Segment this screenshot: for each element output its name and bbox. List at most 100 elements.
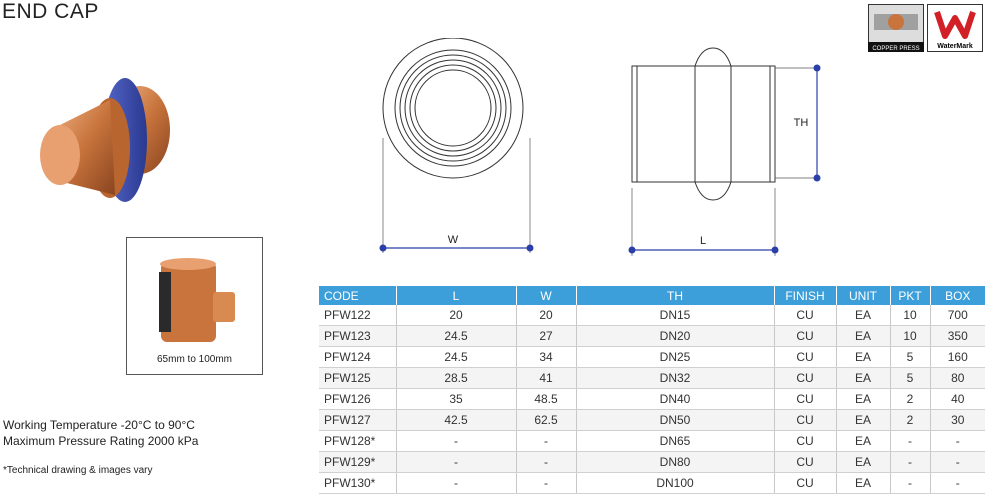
watermark-logo: WaterMark	[927, 4, 983, 52]
header-th: TH	[576, 286, 775, 305]
cell-finish: CU	[774, 367, 837, 389]
working-temperature-text: Working Temperature -20°C to 90°C	[3, 418, 195, 432]
cell-box: 80	[930, 367, 985, 389]
cell-pkt: 2	[890, 388, 931, 410]
cell-w: -	[516, 430, 577, 452]
cell-th: DN100	[576, 472, 775, 494]
cell-code: PFW125	[319, 367, 397, 389]
cell-l: -	[396, 451, 517, 473]
cell-finish: CU	[774, 325, 837, 347]
cell-th: DN20	[576, 325, 775, 347]
cell-code: PFW129*	[319, 451, 397, 473]
cell-box: -	[930, 472, 985, 494]
cell-l: 24.5	[396, 325, 517, 347]
cell-unit: EA	[836, 409, 891, 431]
copper-press-text: COPPER PRESS	[872, 46, 919, 52]
cell-code: PFW128*	[319, 430, 397, 452]
cell-finish: CU	[774, 472, 837, 494]
width-label: W	[448, 234, 459, 246]
cell-w: 34	[516, 346, 577, 368]
cell-pkt: -	[890, 430, 931, 452]
cell-th: DN40	[576, 388, 775, 410]
thread-label: TH	[794, 117, 809, 129]
cell-w: 20	[516, 305, 577, 326]
cell-pkt: 10	[890, 305, 931, 326]
cell-l: 20	[396, 305, 517, 326]
header-code: CODE	[319, 286, 397, 305]
side-view-drawing: TH L	[628, 47, 821, 256]
copper-press-logo: COPPER PRESS	[868, 4, 924, 52]
header-w: W	[516, 286, 577, 305]
cell-w: 27	[516, 325, 577, 347]
cell-finish: CU	[774, 305, 837, 326]
cell-l: -	[396, 430, 517, 452]
cell-th: DN80	[576, 451, 775, 473]
cell-box: 160	[930, 346, 985, 368]
cell-w: 41	[516, 367, 577, 389]
large-end-cap-image	[159, 258, 235, 342]
cell-code: PFW127	[319, 409, 397, 431]
cell-finish: CU	[774, 451, 837, 473]
cell-finish: CU	[774, 346, 837, 368]
cell-box: 30	[930, 409, 985, 431]
cell-unit: EA	[836, 388, 891, 410]
cell-l: 35	[396, 388, 517, 410]
cell-l: -	[396, 472, 517, 494]
cell-w: -	[516, 472, 577, 494]
footnote: *Technical drawing & images vary	[3, 465, 153, 476]
cell-th: DN25	[576, 346, 775, 368]
header-pkt: PKT	[890, 286, 931, 305]
cell-unit: EA	[836, 325, 891, 347]
inset-caption: 65mm to 100mm	[156, 354, 233, 365]
cell-pkt: 5	[890, 346, 931, 368]
cell-code: PFW126	[319, 388, 397, 410]
inset-image-box: 65mm to 100mm	[126, 237, 263, 375]
cell-finish: CU	[774, 430, 837, 452]
cell-w: 62.5	[516, 409, 577, 431]
cell-th: DN50	[576, 409, 775, 431]
cell-code: PFW123	[319, 325, 397, 347]
cell-finish: CU	[774, 388, 837, 410]
max-pressure-text: Maximum Pressure Rating 2000 kPa	[3, 434, 199, 448]
cell-unit: EA	[836, 451, 891, 473]
cell-w: 48.5	[516, 388, 577, 410]
header-l: L	[396, 286, 517, 305]
cell-unit: EA	[836, 367, 891, 389]
cell-pkt: 2	[890, 409, 931, 431]
cell-code: PFW122	[319, 305, 397, 326]
end-cap-product-image	[40, 78, 170, 202]
cell-w: -	[516, 451, 577, 473]
cell-th: DN15	[576, 305, 775, 326]
watermark-text: WaterMark	[937, 43, 973, 50]
cell-unit: EA	[836, 472, 891, 494]
cell-pkt: -	[890, 472, 931, 494]
length-label: L	[700, 235, 706, 247]
header-box: BOX	[930, 286, 985, 305]
cell-finish: CU	[774, 409, 837, 431]
cell-box: 700	[930, 305, 985, 326]
header-unit: UNIT	[836, 286, 891, 305]
cell-pkt: -	[890, 451, 931, 473]
cell-th: DN32	[576, 367, 775, 389]
page-title: END CAP	[2, 0, 99, 23]
cell-code: PFW130*	[319, 472, 397, 494]
cell-code: PFW124	[319, 346, 397, 368]
cell-th: DN65	[576, 430, 775, 452]
cell-box: -	[930, 451, 985, 473]
cell-box: 350	[930, 325, 985, 347]
cell-l: 24.5	[396, 346, 517, 368]
cell-unit: EA	[836, 346, 891, 368]
front-view-drawing: W	[379, 38, 534, 253]
cell-pkt: 5	[890, 367, 931, 389]
